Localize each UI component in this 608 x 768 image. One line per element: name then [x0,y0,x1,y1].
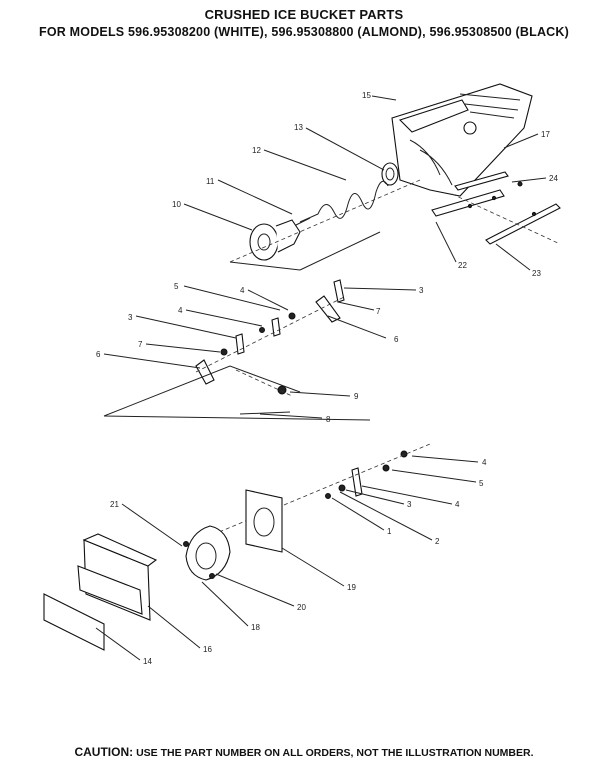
callout-11: 11 [206,177,215,186]
auger-spring-part [299,180,389,223]
page-subtitle: FOR MODELS 596.95308200 (WHITE), 596.953… [39,25,569,39]
front-cover-part [77,533,158,621]
callout-18: 18 [251,623,260,632]
auger-ring-part [381,162,399,186]
callout-5: 5 [174,282,179,291]
callout-4: 4 [178,306,183,315]
callout-12: 12 [252,146,261,155]
callout-5: 5 [479,479,484,488]
callout-16: 16 [203,645,212,654]
ice-bucket-part [391,83,533,197]
drive-gear-part [249,219,301,261]
caution-text: USE THE PART NUMBER ON ALL ORDERS, NOT T… [136,747,534,759]
callout-1: 1 [387,527,392,536]
callout-21: 21 [110,500,119,509]
callout-23: 23 [532,269,541,278]
callout-6: 6 [96,350,101,359]
page-title: CRUSHED ICE BUCKET PARTS [204,7,404,22]
callout-3: 3 [419,286,424,295]
callout-24: 24 [549,174,558,183]
callout-2: 2 [435,537,440,546]
bucket-rail-parts [431,171,561,245]
callout-14: 14 [143,657,152,666]
linkage-parts [195,279,345,415]
callout-6: 6 [394,335,399,344]
bottom-linkage-parts [325,450,408,499]
callout-17: 17 [541,130,550,139]
motor-housing-part [183,525,231,581]
callout-7: 7 [138,340,143,349]
callout-19: 19 [347,583,356,592]
callout-8: 8 [326,415,331,424]
callout-7: 7 [376,307,381,316]
callout-22: 22 [458,261,467,270]
caution-label: CAUTION: [74,745,134,759]
callout-9: 9 [354,392,359,401]
callout-labels: 15 13 12 11 10 17 24 22 23 5 4 3 7 6 3 4… [96,91,558,666]
callout-4: 4 [482,458,487,467]
callout-3: 3 [407,500,412,509]
front-panel-part [43,593,105,651]
mounting-plate-part [245,489,283,553]
caution-note: CAUTION: USE THE PART NUMBER ON ALL ORDE… [0,745,608,759]
callout-3: 3 [128,313,133,322]
callout-10: 10 [172,200,181,209]
callout-15: 15 [362,91,371,100]
callout-4: 4 [240,286,245,295]
callout-13: 13 [294,123,303,132]
callout-20: 20 [297,603,306,612]
callout-4: 4 [455,500,460,509]
